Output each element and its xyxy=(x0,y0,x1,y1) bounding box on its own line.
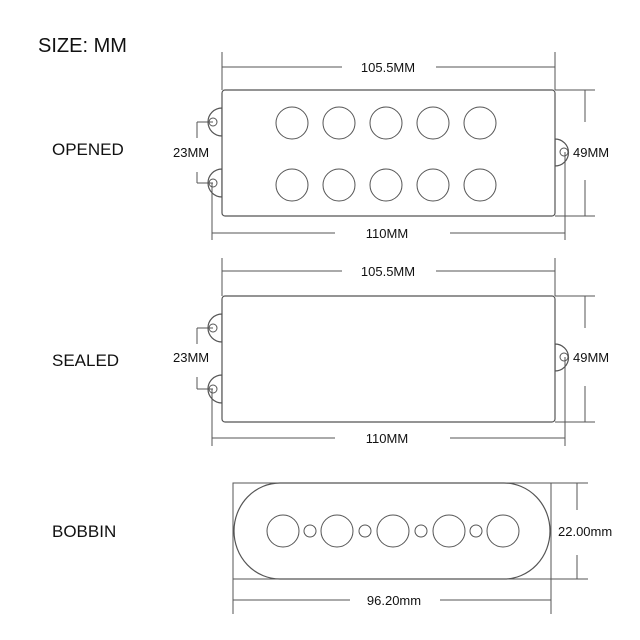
diagram-title: SIZE: MM xyxy=(38,35,127,57)
bobbin-width: 96.20mm xyxy=(367,593,421,608)
bobbin-shape xyxy=(233,482,551,580)
opened-label: OPENED xyxy=(52,140,124,159)
bobbin-holes xyxy=(266,514,520,548)
bobbin: BOBBIN 22.00mm 96.20mm xyxy=(52,482,612,614)
pole-holes xyxy=(275,106,497,202)
sealed-height: 49MM xyxy=(573,350,609,365)
opened-cover xyxy=(221,89,556,217)
sealed-mount-spacing: 23MM xyxy=(173,350,209,365)
opened-pickup: OPENED 105.5MM 110MM 49MM 23MM xyxy=(52,52,609,241)
sealed-top-width: 105.5MM xyxy=(361,264,415,279)
bobbin-height: 22.00mm xyxy=(558,524,612,539)
opened-height: 49MM xyxy=(573,145,609,160)
opened-mount-spacing: 23MM xyxy=(173,145,209,160)
mounting-ears xyxy=(207,107,570,198)
opened-bottom-width: 110MM xyxy=(366,226,408,241)
sealed-pickup: SEALED 105.5MM 110MM 49MM 23MM xyxy=(52,258,609,446)
sealed-cover xyxy=(221,295,556,423)
sealed-bottom-width: 110MM xyxy=(366,431,408,446)
mounting-ears xyxy=(207,313,570,404)
sealed-label: SEALED xyxy=(52,351,119,370)
opened-top-width: 105.5MM xyxy=(361,60,415,75)
bobbin-label: BOBBIN xyxy=(52,522,116,541)
